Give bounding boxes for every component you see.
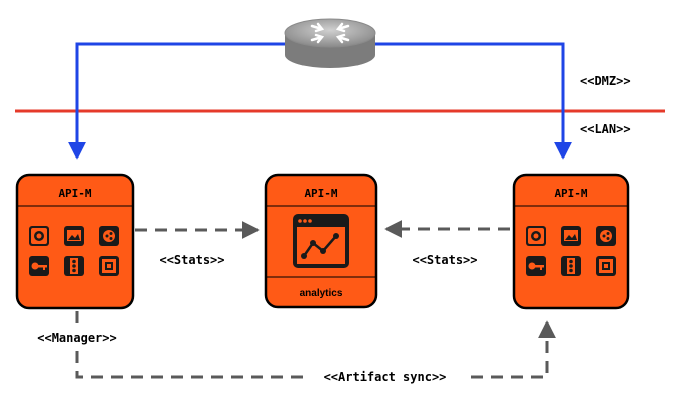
api-m-node-right[interactable]: API-M: [512, 173, 630, 310]
chip-icon: [596, 256, 616, 276]
lan-zone-label: <<LAN>>: [580, 122, 631, 136]
share-icon: [99, 226, 119, 246]
chip-icon: [99, 256, 119, 276]
router-link-right: [375, 42, 572, 160]
node-title: API-M: [58, 187, 91, 200]
stats-label-left: <<Stats>>: [159, 253, 224, 267]
share-icon: [596, 226, 616, 246]
artifact-sync-label: <<Artifact sync>>: [324, 370, 447, 384]
router-icon: [284, 18, 376, 68]
node-title: API-M: [304, 187, 337, 200]
key-icon: [526, 256, 546, 276]
image-icon: [561, 226, 581, 246]
manager-label: <<Manager>>: [37, 331, 116, 345]
api-m-analytics-node[interactable]: API-M analytics: [264, 173, 378, 309]
dmz-zone-label: <<DMZ>>: [580, 74, 631, 88]
analytics-chart-icon: [293, 214, 349, 268]
traffic-light-icon: [561, 256, 581, 276]
api-m-node-left[interactable]: API-M: [15, 173, 135, 310]
analytics-caption: analytics: [300, 288, 343, 299]
key-icon: [29, 256, 49, 276]
router-link-left: [68, 42, 285, 160]
cart-icon: [29, 226, 49, 246]
node-title: API-M: [554, 187, 587, 200]
image-icon: [64, 226, 84, 246]
cart-icon: [526, 226, 546, 246]
traffic-light-icon: [64, 256, 84, 276]
stats-label-right: <<Stats>>: [412, 253, 477, 267]
